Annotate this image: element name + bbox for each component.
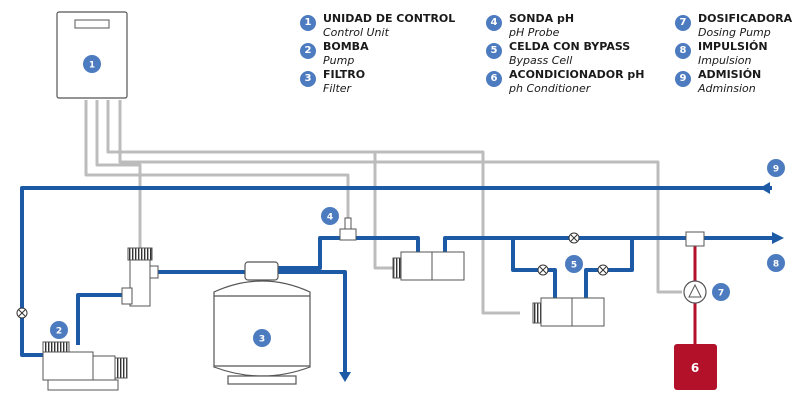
- admission-arrow: [760, 182, 770, 194]
- legend-title: IMPULSIÓN: [698, 40, 768, 53]
- legend-title: ACONDICIONADOR pH: [509, 68, 645, 81]
- control-unit-display: [74, 19, 110, 29]
- flow-cell: [392, 251, 465, 281]
- tank-drain-pipe: [278, 270, 347, 374]
- legend-number: 8: [675, 43, 691, 59]
- pump-to-filter-pipe: [76, 293, 122, 345]
- legend-number: 2: [300, 43, 316, 59]
- diagram-badges: 1 2 3 4 5 7 8 9: [50, 55, 785, 347]
- legend-subtitle: Impulsion: [698, 54, 752, 67]
- svg-text:8: 8: [773, 260, 779, 270]
- badge-impulsion: 8: [767, 254, 785, 272]
- cable-to-filter: [95, 100, 142, 248]
- legend-subtitle: Adminsion: [698, 82, 756, 95]
- svg-text:3: 3: [259, 335, 265, 345]
- svg-text:5: 5: [571, 261, 577, 271]
- legend-title: FILTRO: [323, 68, 366, 81]
- legend-subtitle: ph Conditioner: [509, 82, 591, 95]
- badge-admission: 9: [767, 159, 785, 177]
- legend-title: ADMISIÓN: [698, 68, 762, 81]
- legend-title: BOMBA: [323, 40, 369, 53]
- bypass-cell-unit: [532, 297, 605, 327]
- svg-text:4: 4: [327, 213, 333, 223]
- valves: [16, 232, 609, 319]
- legend-number: 6: [486, 71, 502, 87]
- legend-number: 5: [486, 43, 502, 59]
- svg-text:9: 9: [773, 165, 779, 175]
- legend-number: 9: [675, 71, 691, 87]
- conditioner-tank: [674, 344, 717, 390]
- badge-control-unit: 1: [83, 55, 101, 73]
- bypass-right-pipe: [584, 238, 634, 298]
- legend-number: 7: [675, 15, 691, 31]
- badge-probe: 4: [321, 207, 339, 225]
- legend-title: SONDA pH: [509, 12, 575, 25]
- legend-subtitle: Pump: [323, 54, 355, 67]
- cable-to-flow-cell: [373, 152, 393, 270]
- badge-filter: 3: [253, 329, 271, 347]
- legend-subtitle: Filter: [323, 82, 352, 95]
- svg-text:1: 1: [89, 61, 95, 71]
- conditioner-tank-label: 6: [691, 361, 699, 375]
- tank-to-probe-pipe: [278, 236, 420, 270]
- legend-subtitle: Bypass Cell: [509, 54, 573, 67]
- valve-admission: [16, 307, 28, 319]
- badge-dosing-pump: 7: [712, 283, 730, 301]
- pump-unit: [42, 341, 128, 391]
- signal-cables: [84, 100, 682, 315]
- legend-title: CELDA CON BYPASS: [509, 40, 631, 53]
- prefilter-canister: [121, 247, 159, 307]
- cable-to-dosing-pump: [118, 100, 682, 294]
- legend-subtitle: Control Unit: [323, 26, 389, 39]
- badge-pump: 2: [50, 321, 68, 339]
- svg-text:2: 2: [56, 327, 62, 337]
- water-pipes: [20, 186, 772, 374]
- legend-number: 4: [486, 15, 502, 31]
- injection-tee: [685, 231, 705, 247]
- drain-arrow-head: [339, 372, 351, 382]
- valve-bypass-left: [537, 264, 549, 276]
- badge-bypass-cell: 5: [565, 255, 583, 273]
- impulsion-pipe: [443, 236, 772, 252]
- legend-number: 3: [300, 71, 316, 87]
- svg-text:7: 7: [718, 289, 724, 299]
- legend-title: UNIDAD DE CONTROL: [323, 12, 456, 25]
- legend-title: DOSIFICADORA: [698, 12, 793, 25]
- dosing-pump-symbol: [683, 280, 707, 304]
- admission-pipe: [20, 186, 772, 357]
- cable-to-probe: [84, 100, 350, 218]
- cable-to-bypass-cell: [106, 100, 520, 315]
- sand-filter: [213, 261, 311, 385]
- impulsion-arrow-head: [772, 232, 784, 244]
- ph-probe-holder: [339, 217, 357, 241]
- legend-subtitle: pH Probe: [509, 26, 560, 39]
- legend-subtitle: Dosing Pump: [698, 26, 771, 39]
- legend-number: 1: [300, 15, 316, 31]
- bypass-left-pipe: [511, 238, 557, 298]
- valve-main-line: [568, 232, 580, 244]
- valve-bypass-right: [597, 264, 609, 276]
